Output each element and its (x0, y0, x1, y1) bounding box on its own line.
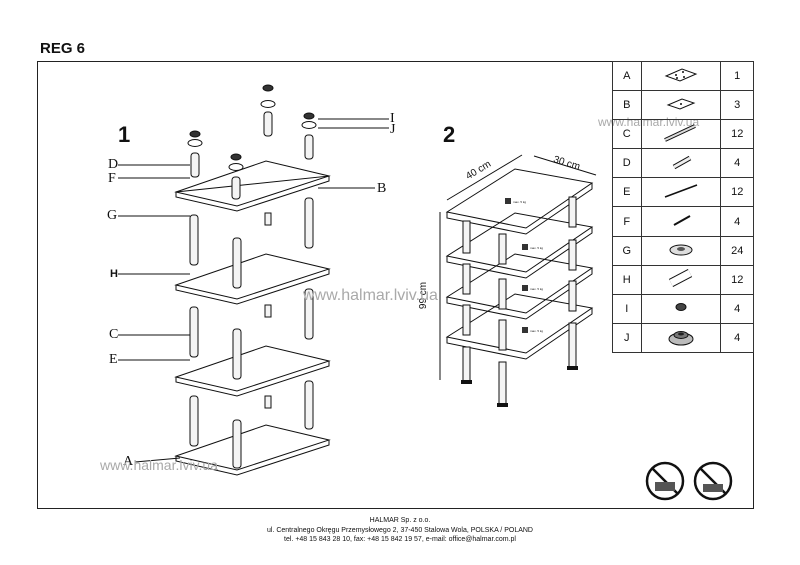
connector-tube-icon (640, 264, 722, 295)
part-letter: D (612, 148, 642, 179)
step-1-number: 1 (118, 122, 131, 147)
part-quantity: 4 (720, 148, 754, 179)
part-letter: J (612, 322, 642, 353)
glass-shelf-small-icon (640, 90, 722, 121)
company-footer: HALMAR Sp. z o.o. ul. Centralnego Okręgu… (0, 516, 800, 545)
parts-row: G 24 (612, 235, 754, 266)
watermark-bottom-left: www.halmar.lviv.ua (100, 457, 219, 473)
callout-i: I (390, 111, 395, 126)
part-quantity: 24 (720, 235, 754, 266)
load-label-4: max. 5 kg (530, 329, 544, 333)
load-label-top: max. 5 kg (513, 200, 527, 204)
short-tube-icon (640, 148, 722, 179)
callout-d: D (108, 157, 119, 172)
part-letter: I (612, 293, 642, 324)
part-letter: C (612, 119, 642, 150)
part-letter: A (612, 60, 642, 92)
parts-row: C 12 (612, 119, 754, 150)
long-tube-icon (640, 119, 722, 150)
part-letter: H (612, 264, 642, 295)
warning-icons (645, 461, 733, 501)
callout-h: H (110, 268, 118, 280)
callout-f: F (108, 171, 116, 186)
load-label-3: max. 5 kg (530, 287, 544, 291)
part-letter: E (612, 177, 642, 208)
part-quantity: 4 (720, 322, 754, 353)
part-letter: G (612, 235, 642, 266)
step-2-number: 2 (443, 122, 456, 147)
assembled-shelf (445, 168, 594, 360)
callout-c: C (109, 327, 119, 342)
part-letter: F (612, 206, 642, 237)
callout-a: A (123, 454, 134, 469)
part-quantity: 12 (720, 119, 754, 150)
part-letter: B (612, 90, 642, 121)
nut-icon (640, 293, 722, 324)
callout-j: J (390, 122, 396, 137)
part-quantity: 12 (720, 177, 754, 208)
parts-row: H 12 (612, 264, 754, 295)
load-label-2: max. 5 kg (530, 246, 544, 250)
short-rod-icon (640, 206, 722, 237)
callout-b: B (377, 181, 387, 196)
parts-row: E 12 (612, 177, 754, 208)
company-name: HALMAR Sp. z o.o. (369, 517, 431, 524)
foot-icon (640, 322, 722, 353)
part-quantity: 4 (720, 206, 754, 237)
part-quantity: 12 (720, 264, 754, 295)
watermark-center: www.halmar.lviv.ua (303, 287, 438, 304)
long-rod-icon (640, 177, 722, 208)
glass-shelf-large-icon (640, 60, 722, 92)
part-quantity: 1 (720, 60, 754, 92)
callout-e: E (109, 352, 118, 367)
document-title: REG 6 (40, 40, 86, 57)
washer-icon (640, 235, 722, 266)
callout-g: G (107, 208, 118, 223)
company-address: ul. Centralnego Okręgu Przemysłowego 2, … (266, 526, 533, 534)
company-contact: tel. +48 15 843 28 10, fax: +48 15 842 1… (284, 536, 516, 543)
exploded-shelf-top (174, 160, 331, 212)
part-quantity: 4 (720, 293, 754, 324)
part-quantity: 3 (720, 90, 754, 121)
instruction-frame (37, 61, 754, 509)
